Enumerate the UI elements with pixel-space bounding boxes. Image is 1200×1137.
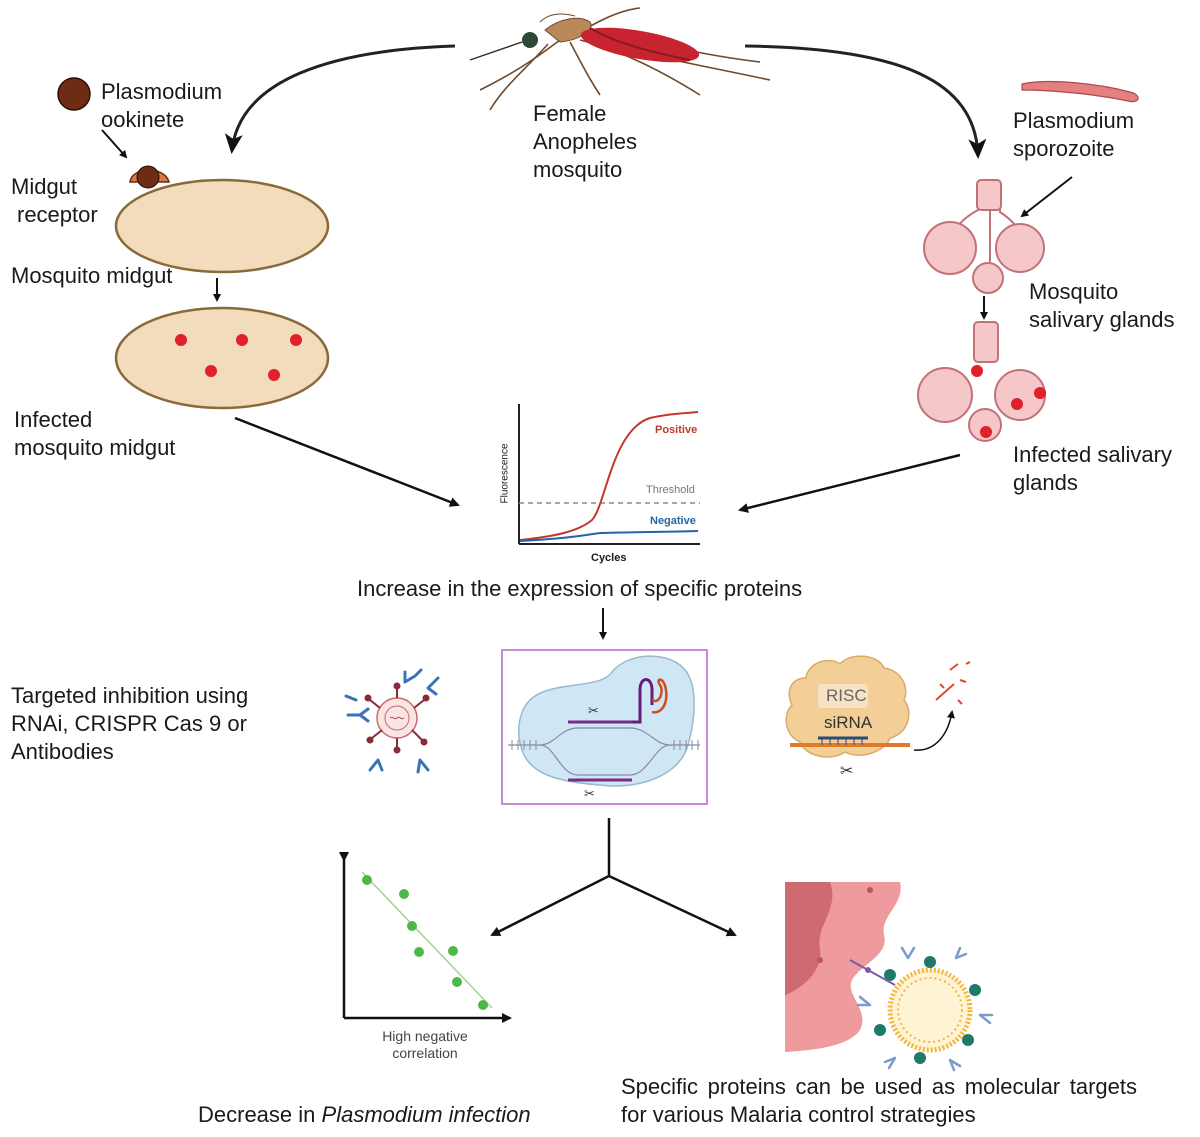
salivary-glands-icon — [923, 179, 1045, 294]
risc-illustration: ✂ — [785, 655, 971, 780]
qpcr-plot — [518, 404, 700, 545]
mosquito-label-line2: Anopheles — [533, 129, 637, 154]
correlation-plot — [339, 852, 512, 1023]
svg-text:✂: ✂ — [584, 787, 595, 802]
sporozoite-label: Plasmodium sporozoite — [1013, 107, 1134, 163]
risc-label: RISC — [826, 686, 867, 705]
sirna-label: siRNA — [824, 713, 873, 732]
negative-curve — [519, 530, 699, 542]
infected-glands-label-line2: glands — [1013, 470, 1078, 495]
crispr-illustration: ✂ ✂ — [501, 649, 708, 805]
mosquito-midgut-label: Mosquito midgut — [11, 263, 173, 288]
ookinete-label: Plasmodium ookinete — [101, 78, 222, 134]
svg-text:✂: ✂ — [588, 704, 599, 719]
decrease-caption: Decrease in Plasmodium infection — [198, 1101, 531, 1129]
mosquito-label-line1: Female — [533, 101, 607, 126]
decrease-caption-prefix: Decrease in — [198, 1102, 322, 1127]
midgut-icon — [114, 165, 330, 274]
arrow-to-glands — [744, 44, 987, 159]
inhibition-label-line2: RNAi, CRISPR Cas 9 or — [11, 711, 247, 736]
branch-arrows — [490, 818, 737, 937]
infected-glands-label-line1: Infected salivary — [1013, 442, 1172, 467]
mosquito-label: Female Anopheles mosquito — [533, 100, 637, 184]
inhibition-label-line1: Targeted inhibition using — [11, 683, 249, 708]
infected-midgut-icon — [114, 306, 330, 410]
qpcr-x-axis-label: Cycles — [591, 552, 627, 564]
qpcr-positive-label: Positive — [655, 424, 698, 436]
salivary-glands-label-line1: Mosquito — [1029, 279, 1119, 304]
arrow-to-midgut — [224, 44, 456, 154]
inhibition-label-line3: Antibodies — [11, 739, 114, 764]
qpcr-y-axis-label: Fluorescence — [499, 443, 511, 504]
positive-curve — [519, 411, 699, 541]
decrease-caption-italic: Plasmodium infection — [321, 1102, 531, 1127]
correlation-caption-line1: High negative — [382, 1028, 468, 1044]
increase-caption: Increase in the expression of specific p… — [357, 576, 803, 601]
sporozoite-label-line1: Plasmodium — [1013, 108, 1135, 133]
infected-midgut-label: Infected mosquito midgut — [14, 406, 175, 462]
ookinete-icon — [57, 77, 91, 111]
correlation-caption: High negative correlation — [360, 1028, 490, 1062]
mosquito-illustration — [469, 7, 771, 111]
antibody-nanoparticle-icon — [344, 668, 440, 774]
midgut-receptor-label-line1: Midgut — [11, 174, 78, 199]
salivary-glands-label-line2: salivary glands — [1029, 307, 1175, 332]
infected-midgut-label-line2: mosquito midgut — [14, 435, 176, 460]
cell-targeting-illustration — [785, 882, 994, 1072]
ookinete-label-line2: ookinete — [101, 107, 185, 132]
svg-text:✂: ✂ — [840, 761, 853, 780]
infected-salivary-glands-icon — [917, 321, 1046, 442]
sporozoite-label-line2: sporozoite — [1013, 136, 1115, 161]
midgut-receptor-label-line2: receptor — [17, 202, 98, 227]
qpcr-negative-label: Negative — [650, 515, 696, 527]
midgut-receptor-label: Midgut receptor — [11, 173, 98, 229]
targets-caption: Specific proteins can be used as molecul… — [621, 1074, 1137, 1127]
correlation-caption-line2: correlation — [392, 1045, 458, 1061]
mosquito-label-line3: mosquito — [533, 157, 623, 182]
sporozoite-icon — [1021, 80, 1139, 103]
ookinete-label-line1: Plasmodium — [101, 79, 223, 104]
infected-midgut-label-line1: Infected — [14, 407, 93, 432]
inhibition-label: Targeted inhibition using RNAi, CRISPR C… — [11, 682, 248, 766]
infected-glands-label: Infected salivary glands — [1013, 441, 1172, 497]
qpcr-threshold-label: Threshold — [646, 484, 695, 496]
salivary-glands-label: Mosquito salivary glands — [1029, 278, 1175, 334]
